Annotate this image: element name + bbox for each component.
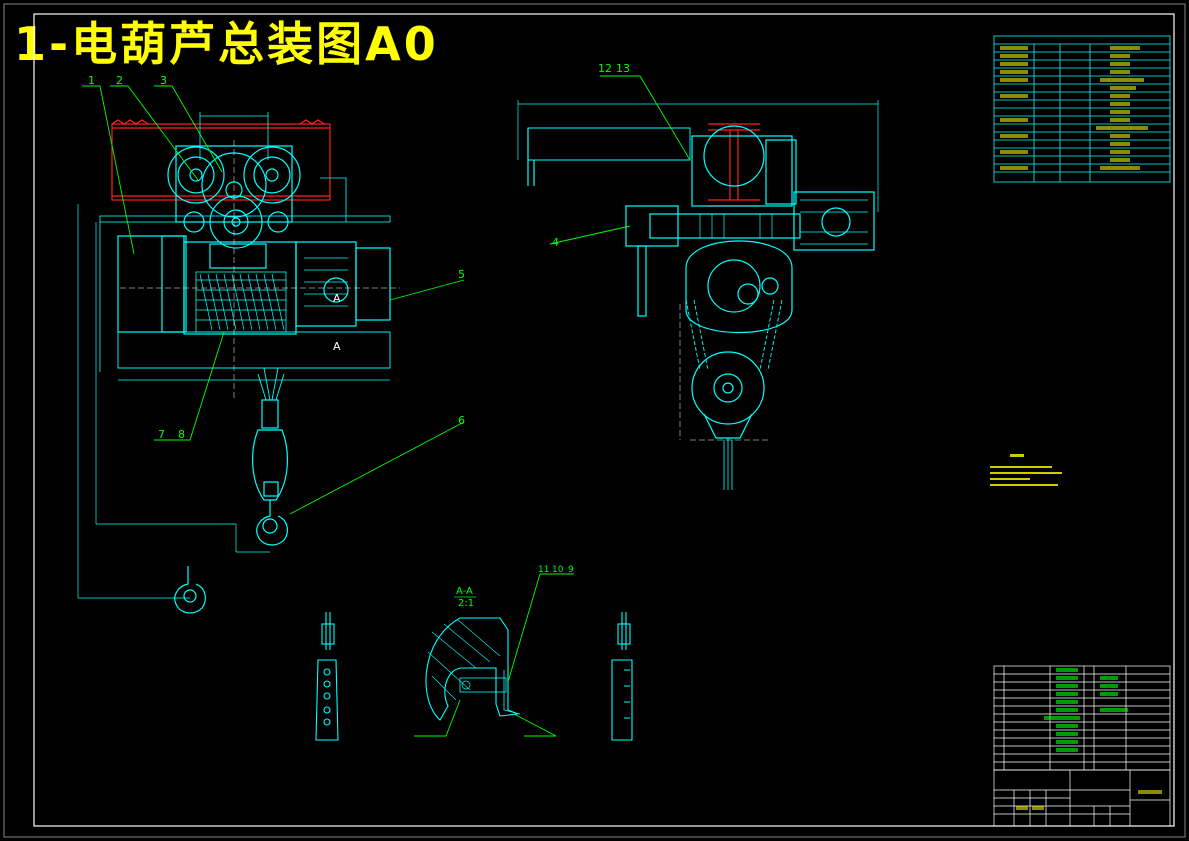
- leader-lines-section: [414, 573, 574, 737]
- section-aa: [425, 617, 521, 721]
- section-label-top: A-A: [456, 586, 473, 597]
- callout-13: 13: [616, 62, 630, 75]
- spec-table-fill: [1000, 46, 1148, 170]
- parts-list: [993, 665, 1171, 771]
- drawing-title: 1-电葫芦总装图A0: [14, 17, 439, 71]
- parts-list-fill: [1044, 668, 1128, 752]
- section-label-bottom: 2:1: [458, 598, 474, 609]
- callout-3: 3: [160, 74, 167, 87]
- title-block-fill: [1016, 790, 1162, 810]
- callout-6: 6: [458, 414, 465, 427]
- pendant-side: [611, 612, 633, 741]
- front-view: [77, 112, 400, 614]
- outer-border: [3, 3, 1186, 838]
- callout-10: 10: [552, 565, 564, 575]
- leader-lines-front: [82, 85, 465, 515]
- callout-12: 12: [598, 62, 612, 75]
- side-rail-beam: [708, 123, 760, 207]
- callout-2: 2: [116, 74, 123, 87]
- callout-4: 4: [552, 236, 559, 249]
- section-mark-a-upper: A: [333, 292, 341, 305]
- side-view: [517, 100, 879, 490]
- spec-table: [993, 35, 1171, 183]
- leader-lines-side: [549, 75, 691, 245]
- callout-8: 8: [178, 428, 185, 441]
- tech-notes: [990, 454, 1062, 486]
- callout-7: 7: [158, 428, 165, 441]
- callout-1: 1: [88, 74, 95, 87]
- rail-beam: [111, 119, 331, 201]
- callout-11: 11: [538, 565, 549, 575]
- callout-5: 5: [458, 268, 465, 281]
- pendant-front: [315, 612, 339, 741]
- inner-border: [33, 13, 1175, 827]
- section-mark-a-lower: A: [333, 340, 341, 353]
- rope-drum: [196, 273, 286, 331]
- callout-9: 9: [568, 565, 574, 575]
- title-block: [993, 769, 1171, 827]
